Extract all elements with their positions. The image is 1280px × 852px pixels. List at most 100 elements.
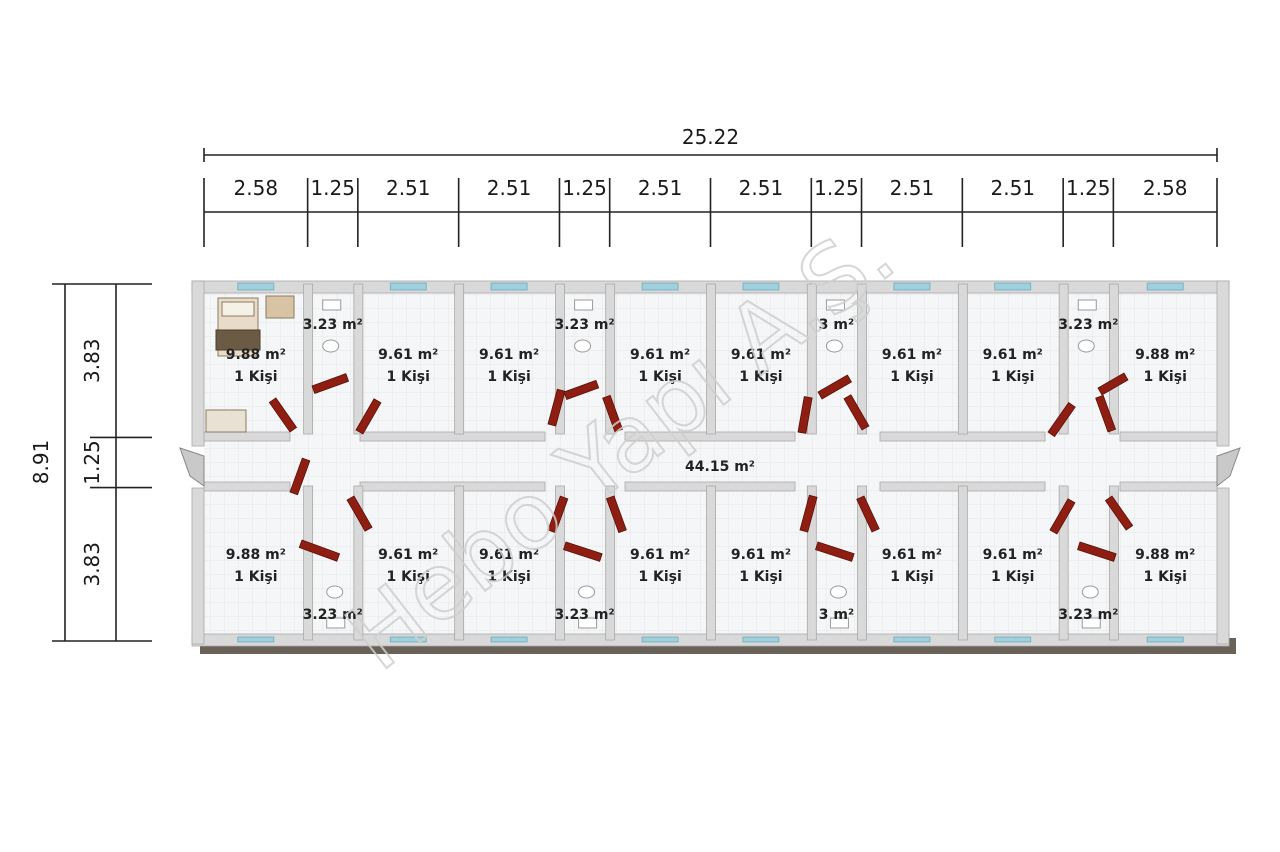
dim-height-segment-label-0: 3.83 — [80, 338, 104, 383]
door-9 — [1047, 401, 1076, 438]
dim-total-height-label: 8.91 — [29, 440, 53, 485]
room-top-area-11: 9.88 m² — [1135, 347, 1195, 363]
room-top-area-8: 9.61 m² — [882, 347, 942, 363]
room-top-area-5: 9.61 m² — [630, 347, 690, 363]
corridor-wall-bottom-end — [1119, 481, 1218, 492]
partition-wall-top-6 — [706, 283, 716, 435]
room-bottom-area-5: 9.61 m² — [630, 547, 690, 563]
partition-wall-bottom-1 — [303, 485, 314, 641]
sink-icon-top-3 — [1077, 299, 1097, 311]
dim-segment-label-0: 2.58 — [234, 176, 279, 200]
door-8 — [843, 394, 870, 431]
dim-segment-label-8: 2.51 — [890, 176, 935, 200]
dim-segment-label-4: 1.25 — [562, 176, 607, 200]
partition-wall-bottom-8 — [857, 485, 867, 641]
corridor-wall-top-1 — [359, 431, 546, 442]
entrance-door-left — [179, 447, 205, 487]
room-bottom-occupancy-2: 1 Kişi — [387, 569, 430, 585]
door-13 — [346, 495, 373, 532]
window-bottom-6 — [994, 636, 1032, 643]
door-23 — [1104, 495, 1134, 531]
dim-height-segment-label-2: 3.83 — [80, 542, 104, 587]
window-bottom-7 — [1146, 636, 1184, 643]
room-bottom-area-11: 9.88 m² — [1135, 547, 1195, 563]
partition-wall-top-8 — [857, 283, 867, 435]
window-top-2 — [490, 282, 528, 291]
room-top-area-4: 3.23 m² — [555, 317, 615, 333]
door-16 — [563, 541, 603, 562]
dim-height-segment-label-1: 1.25 — [80, 440, 104, 485]
window-bottom-2 — [490, 636, 528, 643]
door-14 — [298, 539, 341, 562]
partition-wall-bottom-4 — [555, 485, 565, 641]
room-bottom-occupancy-0: 1 Kişi — [234, 569, 277, 585]
door-0 — [311, 373, 350, 395]
door-11 — [1095, 394, 1117, 433]
dim-segment-label-1: 1.25 — [310, 176, 355, 200]
room-top-occupancy-5: 1 Kişi — [638, 369, 681, 385]
door-10 — [1097, 372, 1129, 396]
room-top-occupancy-6: 1 Kişi — [739, 369, 782, 385]
partition-wall-top-2 — [353, 283, 364, 435]
room-bottom-area-4: 3.23 m² — [555, 607, 615, 623]
entrance-door-right — [1216, 447, 1241, 488]
window-top-6 — [994, 282, 1032, 291]
room-bottom-occupancy-9: 1 Kişi — [991, 569, 1034, 585]
door-4 — [563, 379, 600, 401]
toilet-icon-top-2 — [825, 339, 843, 353]
room-top-area-7: 3 m² — [819, 317, 854, 333]
room-bottom-area-8: 9.61 m² — [882, 547, 942, 563]
corridor-wall-bottom-0 — [203, 481, 291, 492]
room-top-occupancy-9: 1 Kişi — [991, 369, 1034, 385]
door-1 — [355, 398, 382, 435]
room-bottom-area-1: 3.23 m² — [303, 607, 363, 623]
door-15 — [547, 495, 569, 534]
sink-icon-top-1 — [574, 299, 594, 311]
window-bottom-1 — [389, 636, 427, 643]
partition-wall-bottom-7 — [806, 485, 817, 641]
window-top-1 — [389, 282, 427, 291]
toilet-icon-bottom-1 — [578, 585, 596, 599]
toilet-icon-top-0 — [322, 339, 340, 353]
toilet-icon-top-3 — [1077, 339, 1095, 353]
room-bottom-area-7: 3 m² — [819, 607, 854, 623]
room-top-area-9: 9.61 m² — [983, 347, 1043, 363]
door-12 — [289, 457, 311, 496]
door-2 — [268, 397, 298, 433]
dim-total-width-label: 25.22 — [682, 125, 739, 149]
dim-segment-label-10: 1.25 — [1066, 176, 1111, 200]
door-18 — [799, 494, 818, 533]
room-bottom-area-10: 3.23 m² — [1058, 607, 1118, 623]
corridor-area: 44.15 m² — [685, 459, 755, 475]
partition-wall-bottom-3 — [454, 485, 465, 641]
wardrobe-icon — [205, 409, 247, 433]
room-bottom-occupancy-11: 1 Kişi — [1143, 569, 1186, 585]
room-bottom-occupancy-8: 1 Kişi — [890, 569, 933, 585]
partition-wall-bottom-6 — [706, 485, 716, 641]
partition-wall-top-4 — [555, 283, 565, 435]
blanket-icon — [215, 329, 261, 351]
room-top-area-1: 3.23 m² — [303, 317, 363, 333]
toilet-icon-bottom-3 — [1081, 585, 1099, 599]
corridor-wall-top-0 — [203, 431, 291, 442]
sink-icon-bottom-1 — [578, 617, 598, 629]
room-bottom-occupancy-6: 1 Kişi — [739, 569, 782, 585]
dim-segment-label-3: 2.51 — [487, 176, 532, 200]
room-top-occupancy-11: 1 Kişi — [1143, 369, 1186, 385]
partition-wall-top-7 — [806, 283, 817, 435]
sink-icon-top-0 — [322, 299, 342, 311]
sink-icon-bottom-0 — [326, 617, 346, 629]
window-bottom-5 — [893, 636, 931, 643]
pillow-icon — [221, 301, 255, 317]
window-bottom-4 — [742, 636, 780, 643]
door-19 — [815, 541, 855, 562]
door-5 — [602, 394, 624, 433]
window-top-7 — [1146, 282, 1184, 291]
dim-segment-label-5: 2.51 — [638, 176, 683, 200]
toilet-icon-top-1 — [574, 339, 592, 353]
window-top-3 — [641, 282, 679, 291]
outer-wall-left-lower — [191, 487, 205, 645]
partition-wall-top-1 — [303, 283, 314, 435]
